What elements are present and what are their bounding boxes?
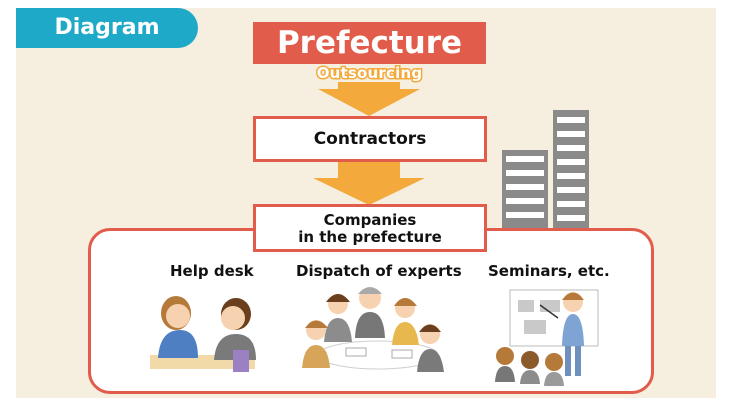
help-desk-illustration bbox=[150, 296, 256, 372]
dispatch-illustration bbox=[302, 287, 444, 372]
diagram-tag: Diagram bbox=[16, 8, 198, 48]
outsourcing-label: Outsourcing bbox=[315, 63, 423, 84]
tall-building bbox=[553, 110, 589, 250]
seminars-label: Seminars, etc. bbox=[488, 262, 610, 280]
companies-box: Companies in the prefecture bbox=[253, 204, 487, 252]
arrow-down-2 bbox=[313, 162, 425, 205]
dispatch-label: Dispatch of experts bbox=[296, 262, 462, 280]
help-desk-label: Help desk bbox=[170, 262, 254, 280]
companies-line-1: Companies bbox=[323, 211, 417, 229]
contractors-box: Contractors bbox=[253, 116, 487, 162]
prefecture-box: Prefecture bbox=[253, 22, 486, 64]
seminar-illustration bbox=[495, 289, 599, 386]
arrow-down-1 bbox=[318, 82, 420, 116]
companies-line-2: in the prefecture bbox=[298, 228, 442, 246]
